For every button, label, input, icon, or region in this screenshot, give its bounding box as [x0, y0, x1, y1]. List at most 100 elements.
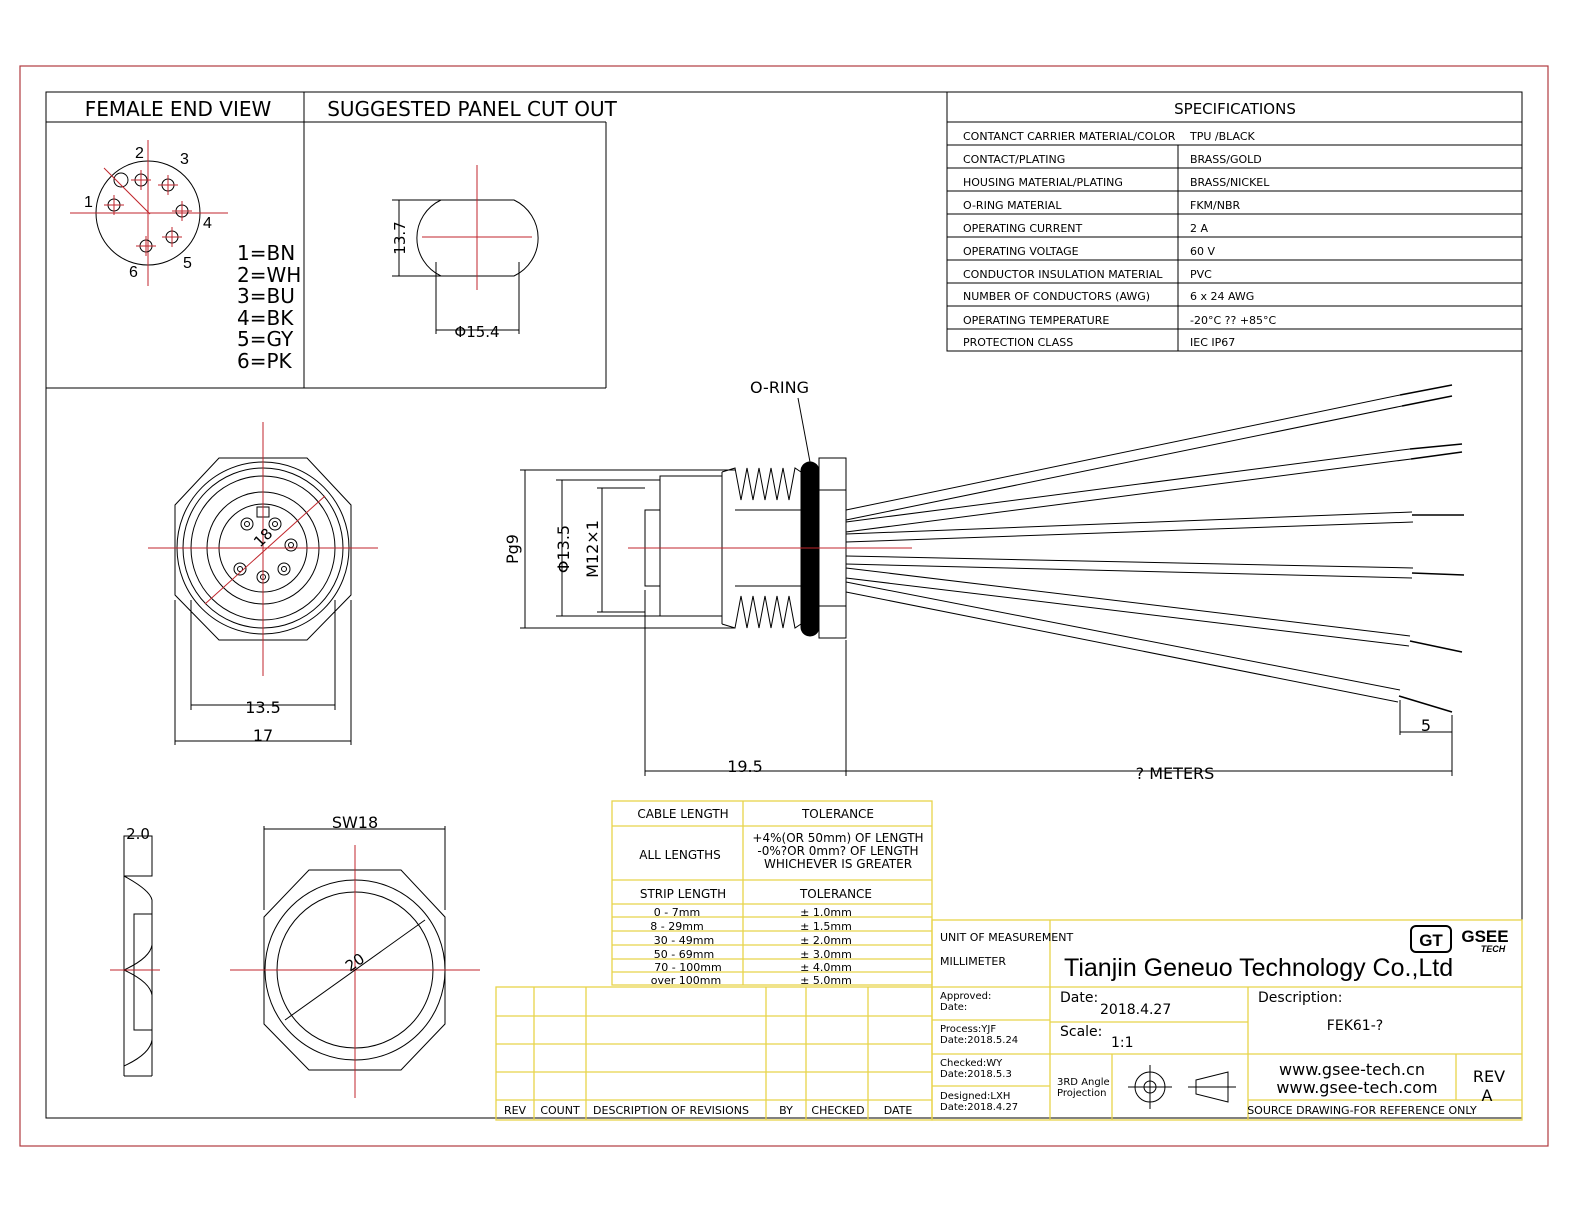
process-date: Date:2018.5.24: [940, 1035, 1018, 1046]
top-left-views-box: FEMALE END VIEW SUGGESTED PANEL CUT OUT: [46, 92, 618, 389]
spec-label-7: NUMBER OF CONDUCTORS (AWG): [963, 290, 1150, 303]
spec-label-2: HOUSING MATERIAL/PLATING: [963, 176, 1123, 189]
spec-value-7: 6 x 24 AWG: [1190, 290, 1254, 303]
pin-color-legend: 1=BN 2=WH 3=BU 4=BK 5=GY 6=PK: [237, 241, 301, 373]
description-label: Description:: [1258, 990, 1342, 1006]
spec-value-4: 2 A: [1190, 222, 1208, 235]
logo-tech-text: TECH: [1481, 944, 1506, 954]
unit-label: UNIT OF MEASUREMENT: [940, 931, 1073, 944]
spec-label-4: OPERATING CURRENT: [963, 222, 1083, 235]
rev-header-description: DESCRIPTION OF REVISIONS: [593, 1104, 749, 1117]
front-dim-17: 17: [253, 726, 273, 745]
panel-cutout-drawing: 13.7 Φ15.4: [391, 165, 539, 341]
pin-color-4: 4=BK: [237, 306, 294, 330]
nut-thickness-dim: 2.0: [126, 825, 150, 843]
tol-header-cable-length: CABLE LENGTH: [637, 807, 728, 821]
connector-front-view: 18 13.5 17: [148, 422, 378, 745]
strip-len-5: over 100mm: [651, 974, 721, 987]
date-label: Date:: [1060, 990, 1098, 1006]
projection-line-1: 3RD Angle: [1057, 1077, 1110, 1088]
rev-header-date: DATE: [884, 1104, 913, 1117]
specifications-table: SPECIFICATIONS CONTANCT CARRIER MATERIAL…: [946, 91, 1523, 352]
pin-number-2: 2: [135, 145, 144, 162]
nut-sw18: SW18: [332, 813, 378, 832]
spec-label-0: CONTANCT CARRIER MATERIAL/COLOR: [963, 130, 1176, 143]
source-note: SOURCE DRAWING-FOR REFERENCE ONLY: [1247, 1104, 1477, 1117]
sheet-border: [19, 65, 1549, 1147]
checked-label: Checked:WY: [940, 1058, 1003, 1069]
pin-color-5: 5=GY: [237, 327, 294, 351]
tol-all-line-3: WHICHEVER IS GREATER: [764, 857, 912, 871]
revisions-table: REV COUNT DESCRIPTION OF REVISIONS BY CH…: [495, 986, 933, 1121]
strip-len-4: 70 - 100mm: [654, 961, 721, 974]
connector-side-view: O-RING Pg9: [503, 378, 1465, 783]
logo-gt-text: GT: [1419, 931, 1443, 950]
spec-value-5: 60 V: [1190, 245, 1215, 258]
dim-strip-5: 5: [1421, 716, 1431, 735]
tol-header-tolerance-2: TOLERANCE: [799, 887, 872, 901]
pin-color-1: 1=BN: [237, 241, 295, 265]
cutout-diameter-dim: Φ15.4: [454, 323, 499, 341]
scale-value: 1:1: [1111, 1035, 1134, 1051]
strip-tol-1: ± 1.5mm: [800, 920, 852, 933]
strip-tol-0: ± 1.0mm: [800, 906, 852, 919]
spec-value-6: PVC: [1190, 268, 1212, 281]
spec-value-9: IEC IP67: [1190, 336, 1235, 349]
tol-all-lengths: ALL LENGTHS: [639, 848, 720, 862]
rev-header-rev: REV: [504, 1104, 527, 1117]
dim-pg9: Pg9: [503, 534, 522, 564]
projection-line-2: Projection: [1057, 1088, 1106, 1099]
dim-d13-5: Φ13.5: [554, 525, 573, 573]
spec-value-2: BRASS/NICKEL: [1190, 176, 1270, 189]
strip-len-0: 0 - 7mm: [654, 906, 700, 919]
tol-all-line-1: +4%(OR 50mm) OF LENGTH: [752, 831, 923, 845]
strip-tol-5: ± 5.0mm: [800, 974, 852, 987]
approved-label: Approved:: [940, 991, 991, 1002]
spec-label-3: O-RING MATERIAL: [963, 199, 1062, 212]
panel-cutout-title: SUGGESTED PANEL CUT OUT: [327, 97, 617, 121]
rev-header-count: COUNT: [540, 1104, 580, 1117]
spec-value-1: BRASS/GOLD: [1190, 153, 1262, 166]
spec-label-6: CONDUCTOR INSULATION MATERIAL: [963, 268, 1163, 281]
title-block: UNIT OF MEASUREMENT MILLIMETER Tianjin G…: [931, 919, 1523, 1121]
strip-tol-2: ± 2.0mm: [800, 934, 852, 947]
oring-label: O-RING: [750, 378, 809, 397]
unit-value: MILLIMETER: [940, 955, 1006, 968]
dim-m12: M12×1: [583, 520, 602, 578]
drawing-frame: [45, 91, 1523, 1119]
spec-value-3: FKM/NBR: [1190, 199, 1241, 212]
pin-number-5: 5: [183, 255, 192, 272]
strip-tol-4: ± 4.0mm: [800, 961, 852, 974]
front-dim-13-5: 13.5: [245, 698, 281, 717]
front-dim-18: 18: [250, 525, 276, 551]
tol-header-strip-length: STRIP LENGTH: [640, 887, 726, 901]
pin-number-4: 4: [203, 215, 212, 232]
logo-gsee-text: GSEE: [1461, 927, 1508, 946]
dim-19-5: 19.5: [727, 757, 763, 776]
description-value: FEK61-?: [1327, 1018, 1383, 1034]
tolerance-table: CABLE LENGTH TOLERANCE ALL LENGTHS +4%(O…: [611, 800, 933, 987]
approved-date: Date:: [940, 1002, 967, 1013]
rev-label: REV: [1473, 1067, 1505, 1086]
tol-header-tolerance: TOLERANCE: [801, 807, 874, 821]
spec-label-9: PROTECTION CLASS: [963, 336, 1073, 349]
strip-len-3: 50 - 69mm: [654, 948, 714, 961]
cable-wires: [845, 384, 1465, 713]
dim-meters: ? METERS: [1136, 764, 1215, 783]
projection-symbol-icon: [1128, 1065, 1236, 1109]
designed-label: Designed:LXH: [940, 1091, 1010, 1102]
process-label: Process:YJF: [940, 1024, 996, 1035]
specifications-title: SPECIFICATIONS: [1174, 100, 1296, 118]
strip-tol-3: ± 3.0mm: [800, 948, 852, 961]
spec-label-1: CONTACT/PLATING: [963, 153, 1065, 166]
pin-color-6: 6=PK: [237, 349, 293, 373]
nut-side-view: 2.0: [110, 825, 160, 1077]
nut-dia-20: 20: [342, 950, 368, 976]
designed-date: Date:2018.4.27: [940, 1102, 1018, 1113]
date-value: 2018.4.27: [1100, 1002, 1171, 1018]
rev-header-by: BY: [779, 1104, 793, 1117]
pin-color-3: 3=BU: [237, 284, 295, 308]
website-cn: www.gsee-tech.cn: [1279, 1060, 1425, 1079]
strip-len-2: 30 - 49mm: [654, 934, 714, 947]
